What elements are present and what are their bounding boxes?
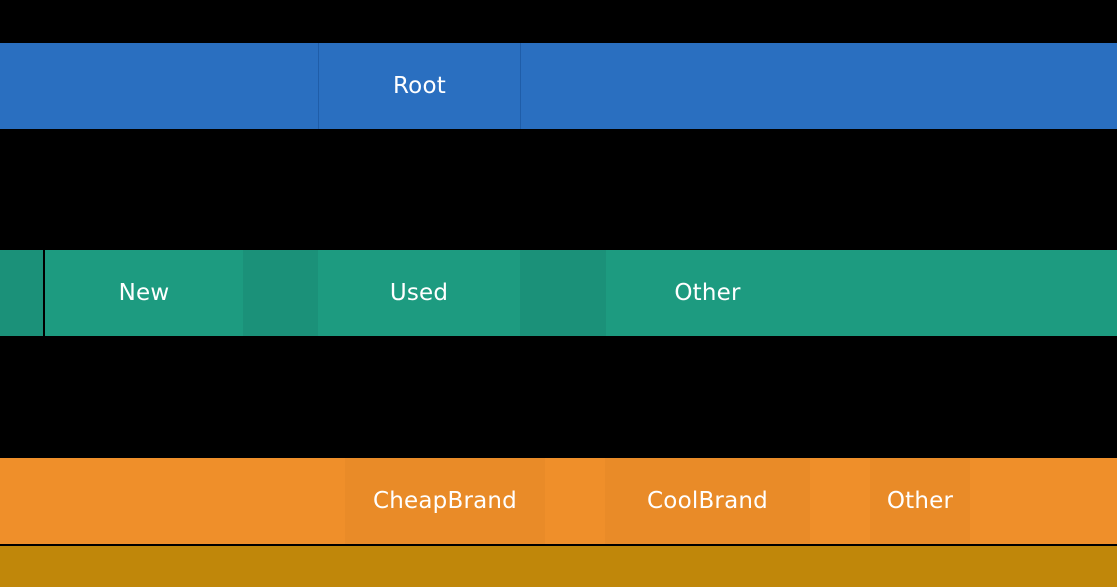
node-used[interactable]: Used bbox=[318, 250, 520, 336]
chart-level-root: Root bbox=[0, 43, 1117, 129]
node-root[interactable]: Root bbox=[318, 43, 520, 129]
node-label: New bbox=[118, 279, 170, 306]
node-brand-0[interactable] bbox=[0, 458, 345, 544]
node-label: CoolBrand bbox=[647, 487, 768, 514]
node-other-brand[interactable]: Other bbox=[870, 458, 970, 544]
chart-level-leaf bbox=[0, 546, 1117, 587]
node-coolbrand[interactable]: CoolBrand bbox=[605, 458, 810, 544]
node-label: Other bbox=[674, 279, 741, 306]
node-condition-4[interactable] bbox=[520, 250, 606, 336]
node-root-left-pad[interactable] bbox=[0, 43, 318, 129]
node-condition-0[interactable] bbox=[0, 250, 43, 336]
node-cheapbrand[interactable]: CheapBrand bbox=[345, 458, 545, 544]
node-condition-6[interactable] bbox=[809, 250, 1117, 336]
node-label: Root bbox=[393, 72, 446, 99]
node-brand-6[interactable] bbox=[970, 458, 1117, 544]
node-condition-2[interactable] bbox=[243, 250, 318, 336]
node-root-right-pad[interactable] bbox=[520, 43, 1117, 129]
node-brand-2[interactable] bbox=[545, 458, 605, 544]
node-label: Used bbox=[389, 279, 449, 306]
node-leaf-0[interactable] bbox=[0, 546, 1117, 587]
node-new[interactable]: New bbox=[45, 250, 243, 336]
node-other-condition[interactable]: Other bbox=[606, 250, 809, 336]
node-label: CheapBrand bbox=[373, 487, 517, 514]
node-label: Other bbox=[886, 487, 954, 514]
chart-level-brand: CheapBrand CoolBrand Other bbox=[0, 458, 1117, 544]
chart-level-condition: New Used Other bbox=[0, 250, 1117, 336]
node-brand-4[interactable] bbox=[810, 458, 870, 544]
